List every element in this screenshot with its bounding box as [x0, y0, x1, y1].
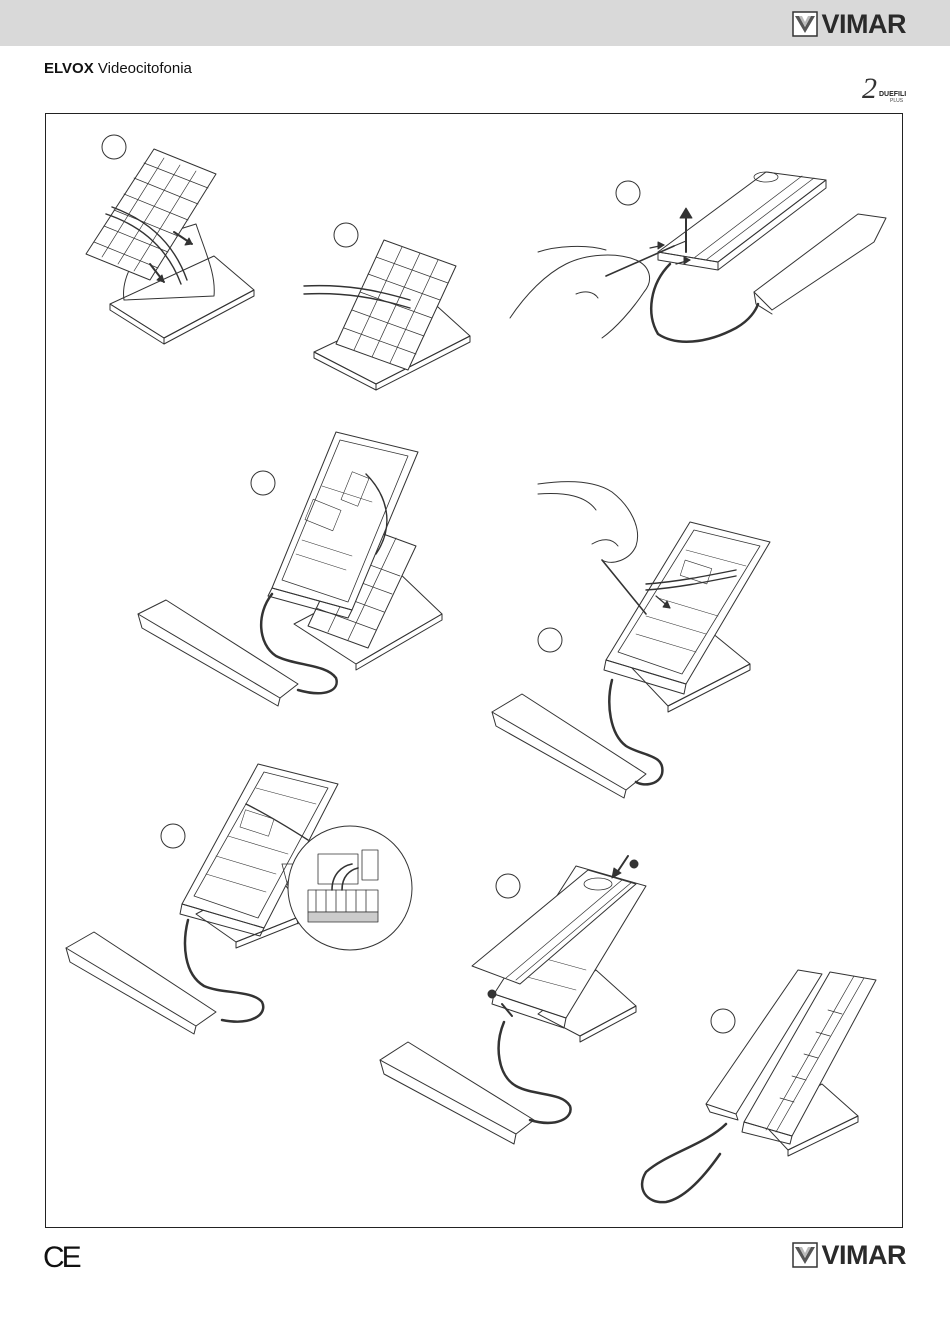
vimar-shield-icon [792, 1242, 818, 1268]
step-7-illustration [380, 856, 646, 1144]
step-4-illustration [138, 432, 442, 706]
brand-name: ELVOX [44, 60, 94, 77]
vimar-logo-bottom: VIMAR [792, 1242, 907, 1268]
step-5-illustration [492, 482, 770, 798]
vimar-logo-text: VIMAR [822, 1242, 907, 1268]
step-2-marker [334, 223, 358, 247]
vimar-shield-icon [792, 11, 818, 37]
step-3-illustration [510, 172, 886, 342]
duefili-badge: 2 DUEFILI PLUS [862, 80, 908, 106]
step-8-marker [711, 1009, 735, 1033]
terminal-detail-zoom [288, 826, 412, 950]
step-8-illustration [642, 970, 876, 1202]
vimar-logo-text: VIMAR [822, 11, 907, 37]
installation-illustrations [46, 114, 902, 1227]
step-6-illustration [66, 764, 412, 1034]
step-1-illustration [86, 135, 254, 344]
ce-mark: CE [43, 1243, 79, 1273]
document-title: ELVOX Videocitofonia [44, 60, 192, 77]
instructions-frame [45, 113, 903, 1228]
product-line: Videocitofonia [98, 60, 192, 77]
duefili-text: DUEFILI [879, 91, 906, 98]
step-6-marker [161, 824, 185, 848]
step-5-marker [538, 628, 562, 652]
duefili-number: 2 [862, 74, 877, 104]
duefili-plus: PLUS [890, 98, 903, 104]
step-1-marker [102, 135, 126, 159]
step-7-marker [496, 874, 520, 898]
step-4-marker [251, 471, 275, 495]
step-3-marker [616, 181, 640, 205]
vimar-logo-top: VIMAR [792, 11, 907, 37]
step-2-illustration [304, 223, 470, 390]
